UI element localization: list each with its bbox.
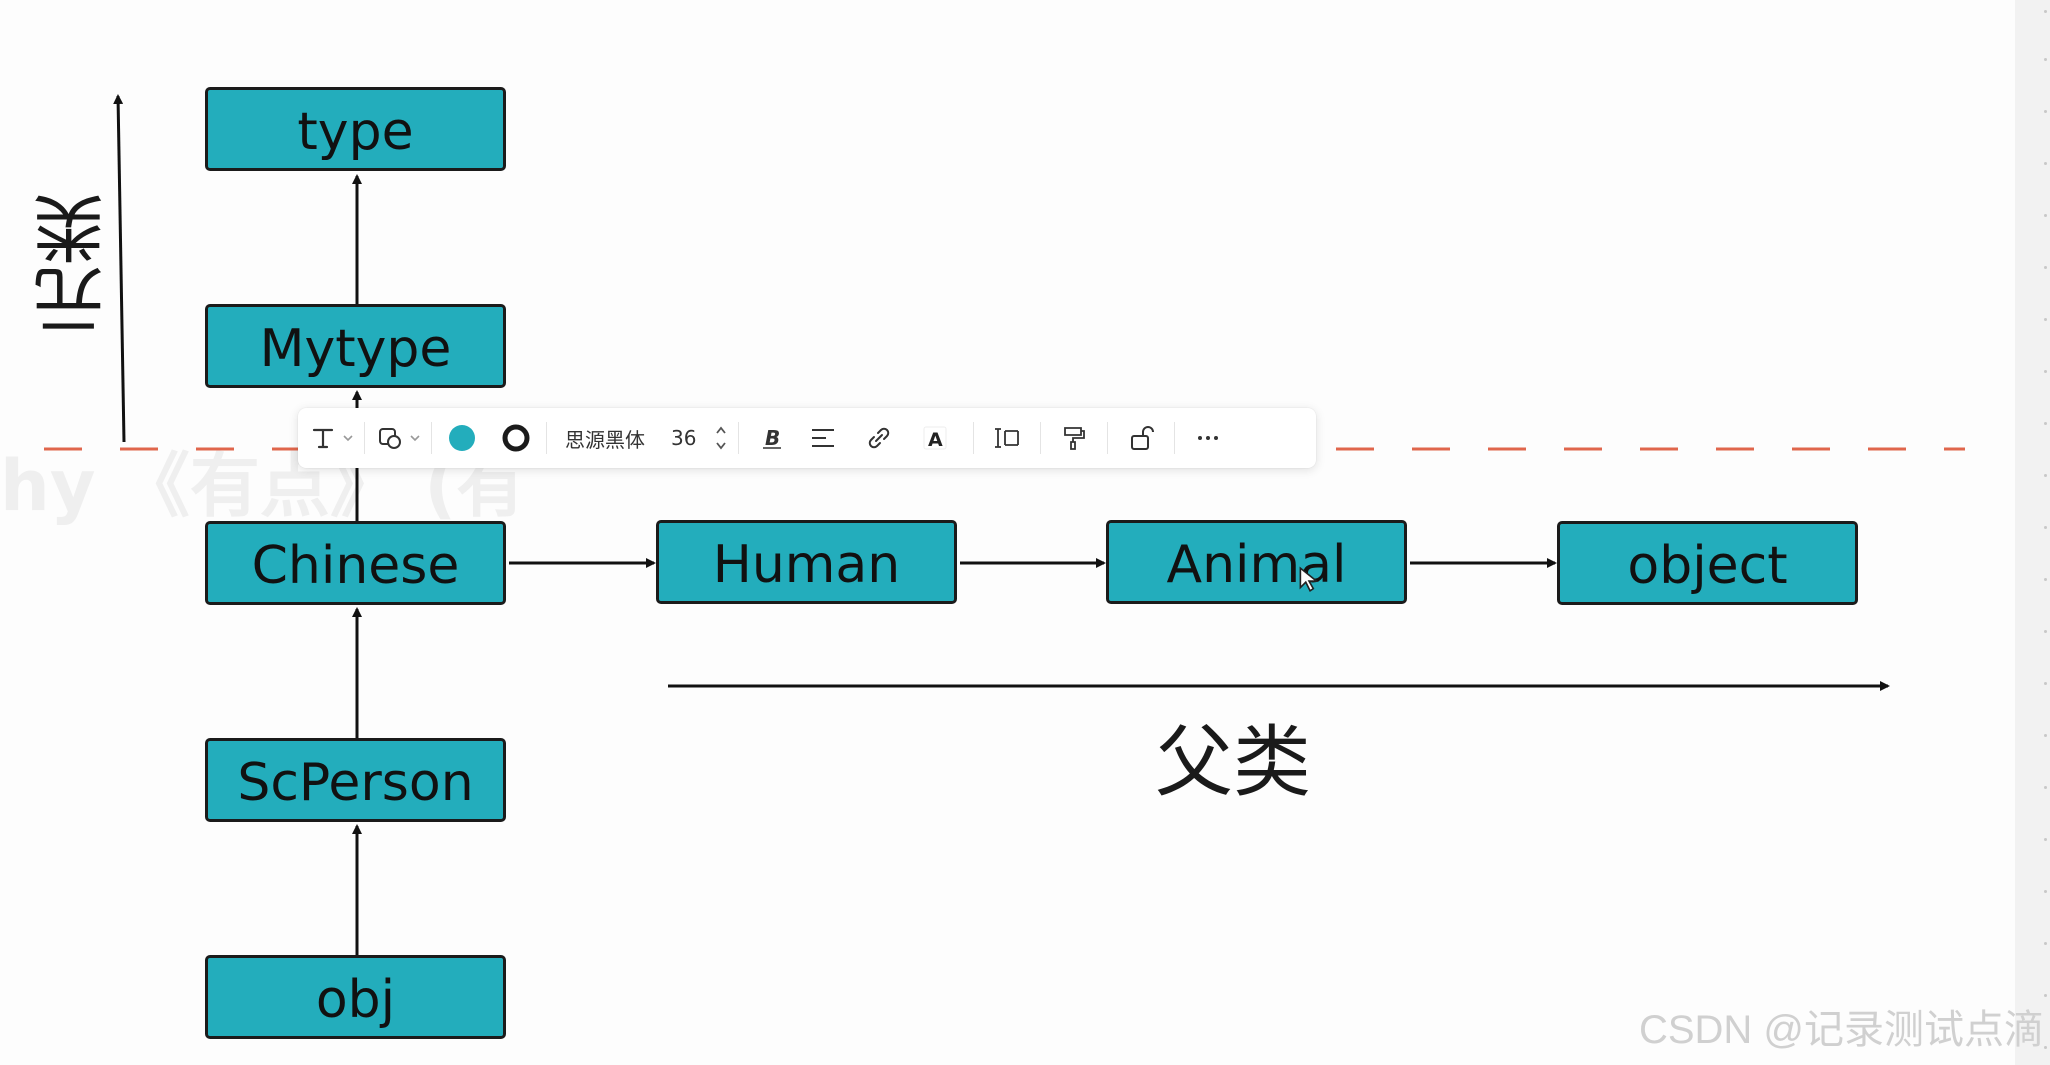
rail-dot <box>2044 786 2047 789</box>
align-button[interactable] <box>795 416 851 460</box>
rail-dot <box>2044 526 2047 529</box>
svg-text:B: B <box>765 426 780 450</box>
shape-tool-button[interactable] <box>375 416 421 460</box>
more-icon <box>1198 436 1219 440</box>
meta-axis-label: 元类 <box>33 193 117 337</box>
rail-dot <box>2044 1046 2047 1049</box>
rail-dot <box>2044 10 2047 13</box>
rail-dot <box>2044 370 2047 373</box>
rail-dot <box>2044 162 2047 165</box>
toolbar-divider <box>1040 422 1042 454</box>
toolbar-divider <box>973 422 975 454</box>
rail-dot <box>2044 994 2047 997</box>
lock-button[interactable] <box>1118 416 1164 460</box>
rail-dot <box>2044 110 2047 113</box>
node-animal[interactable]: Animal <box>1106 520 1407 604</box>
toolbar-divider <box>1174 422 1176 454</box>
rail-dot <box>2044 578 2047 581</box>
toolbar-divider <box>1107 422 1109 454</box>
rail-dot <box>2044 318 2047 321</box>
node-obj[interactable]: obj <box>205 955 506 1039</box>
chevron-down-icon <box>343 435 353 442</box>
font-size-stepper[interactable]: 36 <box>671 416 728 460</box>
format-painter-button[interactable] <box>1051 416 1097 460</box>
align-icon <box>812 429 835 447</box>
node-object[interactable]: object <box>1557 521 1858 605</box>
csdn-watermark: CSDN @记录测试点滴 <box>1638 1008 2044 1052</box>
toolbar-divider <box>738 422 740 454</box>
rail-dot <box>2044 630 2047 633</box>
rail-dot <box>2044 474 2047 477</box>
right-scroll-rail[interactable] <box>2015 0 2050 1065</box>
rail-dot <box>2044 682 2047 685</box>
fill-color-button[interactable] <box>442 416 482 460</box>
svg-text:A: A <box>928 429 943 451</box>
stroke-color-button[interactable] <box>496 416 536 460</box>
font-family-select[interactable]: 思源黑体 <box>565 427 645 452</box>
bold-icon: B <box>763 426 782 450</box>
toolbar-divider <box>431 422 432 454</box>
toolbar-divider <box>364 422 365 454</box>
stroke-color-icon <box>502 424 530 452</box>
font-size-value: 36 <box>671 426 697 450</box>
link-icon <box>869 427 890 449</box>
line-spacing-icon <box>995 428 1020 448</box>
node-mytype[interactable]: Mytype <box>205 304 506 388</box>
link-button[interactable] <box>851 416 907 460</box>
rail-dot <box>2044 734 2047 737</box>
text-style-button[interactable]: A <box>907 416 963 460</box>
rail-dot <box>2044 214 2047 217</box>
fill-color-icon <box>449 425 475 451</box>
unlock-icon <box>1131 426 1155 450</box>
text-T-icon <box>312 428 334 449</box>
parent-axis-label: 父类 <box>1155 718 1312 808</box>
stepper-arrows-icon[interactable] <box>714 423 728 453</box>
mouse-cursor-icon <box>1299 566 1319 592</box>
shape-icon <box>379 428 401 449</box>
node-type[interactable]: type <box>205 87 506 171</box>
rail-dot <box>2044 942 2047 945</box>
text-A-icon: A <box>923 426 947 451</box>
rail-dot <box>2044 838 2047 841</box>
chevron-down-icon <box>410 435 420 442</box>
line-spacing-button[interactable] <box>984 416 1030 460</box>
floating-format-toolbar: 思源黑体 36 B A <box>298 408 1316 468</box>
node-human[interactable]: Human <box>656 520 957 604</box>
format-painter-icon <box>1064 427 1086 450</box>
node-chinese[interactable]: Chinese <box>205 521 506 605</box>
more-button[interactable] <box>1185 416 1231 460</box>
meta-axis-arrow <box>113 94 126 443</box>
node-scperson[interactable]: ScPerson <box>205 738 506 822</box>
rail-dot <box>2044 890 2047 893</box>
rail-dot <box>2044 266 2047 269</box>
toolbar-divider <box>546 422 547 454</box>
rail-dot <box>2044 58 2047 61</box>
bold-button[interactable]: B <box>749 416 795 460</box>
text-tool-button[interactable] <box>308 416 354 460</box>
rail-dot <box>2044 422 2047 425</box>
